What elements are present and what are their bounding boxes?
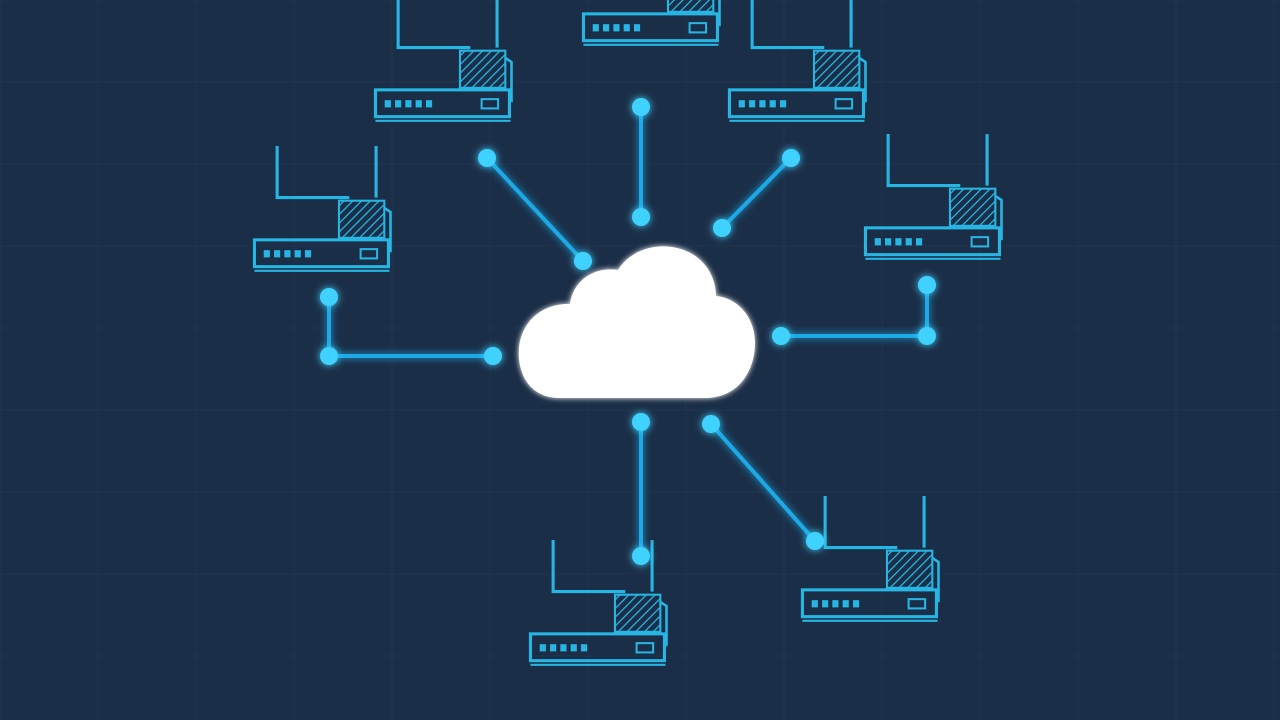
connection-node-dot	[632, 547, 650, 565]
connection-node-dot	[806, 532, 824, 550]
router-bottom-right	[800, 494, 941, 623]
router-top-center	[581, 0, 722, 47]
router-right	[863, 132, 1004, 261]
connection-node-dot	[632, 98, 650, 116]
connection-nodes	[320, 98, 936, 565]
connection-node-dot	[918, 276, 936, 294]
connection-line	[709, 422, 817, 543]
connection-node-dot	[320, 347, 338, 365]
connection-node-dot	[320, 288, 338, 306]
connection-node-dot	[632, 208, 650, 226]
router-left	[252, 144, 393, 273]
connection-node-dot	[632, 413, 650, 431]
router-top-left	[373, 0, 514, 123]
connection-line	[327, 295, 495, 358]
connection-node-dot	[574, 252, 592, 270]
connection-node-dot	[713, 219, 731, 237]
cloud-icon	[518, 246, 756, 398]
router-top-right	[727, 0, 868, 123]
connection-node-dot	[484, 347, 502, 365]
connection-line	[720, 156, 793, 230]
connection-node-dot	[782, 149, 800, 167]
connection-node-dot	[772, 327, 790, 345]
connection-line	[485, 156, 585, 263]
connection-node-dot	[478, 149, 496, 167]
connection-node-dot	[702, 415, 720, 433]
connection-node-dot	[918, 327, 936, 345]
